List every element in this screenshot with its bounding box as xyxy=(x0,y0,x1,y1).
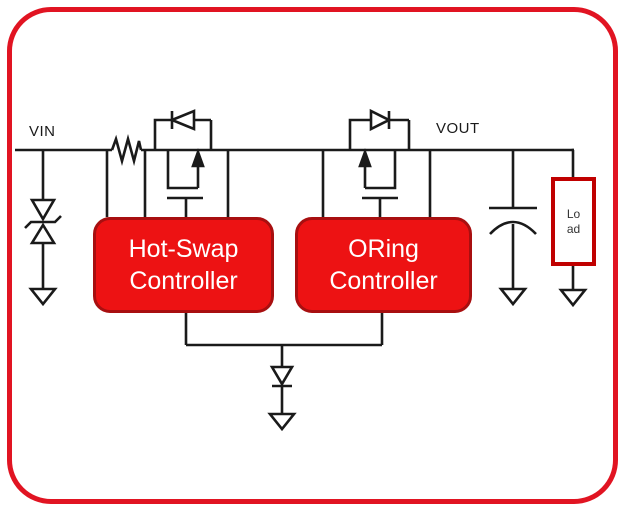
hot-swap-label-line2: Controller xyxy=(129,267,238,295)
load-label-line1: Lo xyxy=(566,206,581,221)
hot-swap-sense-taps xyxy=(105,150,230,217)
load-label-line2: ad xyxy=(566,221,581,236)
controller-interconnect xyxy=(184,313,384,347)
output-capacitor-symbol xyxy=(489,150,537,288)
tvs-diode-symbol xyxy=(24,150,62,288)
ground-symbol-load xyxy=(558,288,588,308)
hot-swap-controller-block: Hot-Swap Controller xyxy=(93,217,274,313)
ground-symbol-steering-diode xyxy=(267,412,297,432)
outer-frame xyxy=(7,7,618,504)
ground-symbol-tvs xyxy=(28,287,58,307)
hot-swap-mosfet-symbol xyxy=(153,109,213,217)
oring-controller-block: ORing Controller xyxy=(295,217,472,313)
load-leads xyxy=(571,148,575,289)
ground-symbol-capacitor xyxy=(498,287,528,307)
vout-label: VOUT xyxy=(436,120,480,137)
hot-swap-label-line1: Hot-Swap xyxy=(128,235,239,263)
sense-resistor-symbol xyxy=(110,134,143,167)
oring-label-line2: Controller xyxy=(329,267,438,295)
oring-label-line1: ORing xyxy=(348,235,419,263)
load-block: Lo ad xyxy=(551,177,596,266)
oring-mosfet-symbol xyxy=(348,108,411,217)
vin-label: VIN xyxy=(29,123,56,140)
oring-sense-taps xyxy=(321,150,432,217)
steering-diode-symbol xyxy=(269,345,295,413)
